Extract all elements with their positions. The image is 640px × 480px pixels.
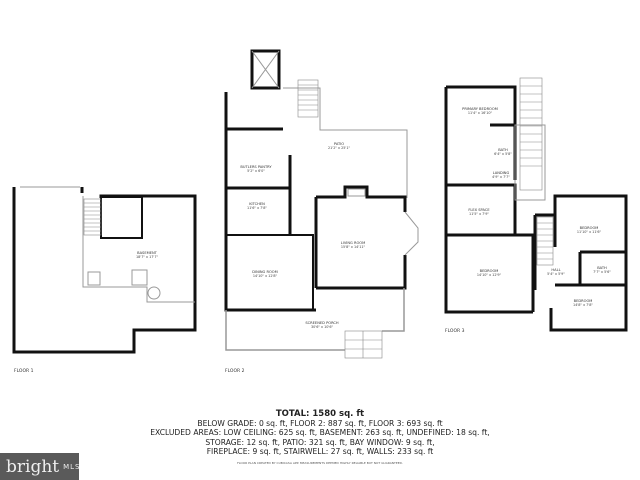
room-dims: 11'5" x 7'9" — [469, 212, 489, 216]
room-name: DINING ROOM — [252, 270, 277, 274]
living-room-walls — [314, 185, 407, 290]
logo-brand: bright — [6, 456, 60, 477]
fireplace — [347, 188, 366, 197]
room-dims: 11'4" x 16'10" — [468, 111, 493, 115]
summary-line: FIREPLACE: 9 sq. ft, STAIRWELL: 27 sq. f… — [206, 446, 434, 456]
dining-walls — [226, 234, 314, 310]
room-dims: 6'4" x 5'8" — [494, 152, 512, 156]
porch-stairs — [344, 330, 383, 359]
floor-label: FLOOR 2 — [225, 368, 245, 374]
room-dims: 15'8" x 14'11" — [341, 245, 366, 249]
room-dims: 4'9" x 7'7" — [492, 175, 510, 179]
floor-3-plan: PRIMARY BEDROOM 11'4" x 16'10" BATH 6'4"… — [444, 77, 628, 334]
disclaimer: FLOOR PLAN CREATED BY CUBICASA APP. MEAS… — [237, 461, 403, 466]
logo-suffix: MLS — [63, 462, 81, 471]
room-name: LANDING — [493, 171, 510, 175]
room-name: SCREENED PORCH — [305, 321, 339, 325]
appliance — [87, 271, 101, 286]
room-name: BASEMENT — [137, 251, 158, 255]
summary-line: EXCLUDED AREAS: LOW CEILING: 625 sq. ft,… — [150, 428, 490, 438]
room-name: PATIO — [334, 142, 344, 146]
room-dims: 11'10" x 11'6" — [577, 230, 602, 234]
summary-line: STORAGE: 12 sq. ft, PATIO: 321 sq. ft, B… — [205, 437, 435, 447]
room-name: LIVING ROOM — [341, 241, 365, 245]
room-name: BATH — [597, 266, 607, 270]
summary-line: BELOW GRADE: 0 sq. ft, FLOOR 2: 887 sq. … — [197, 419, 443, 428]
area-summary: TOTAL: 1580 sq. ft BELOW GRADE: 0 sq. ft… — [0, 409, 640, 465]
floor-label: FLOOR 1 — [14, 368, 34, 374]
bay-window — [404, 211, 419, 256]
porch-outline — [225, 288, 405, 351]
room-name: BEDROOM — [580, 226, 599, 230]
stairs — [514, 77, 546, 201]
patio-outline — [283, 87, 408, 198]
room-dims: 14'8" x 7'8" — [573, 303, 593, 307]
room-name: BEDROOM — [574, 299, 593, 303]
room-name: BUTLERS PANTRY — [240, 165, 272, 169]
floor-1-outline — [12, 187, 197, 354]
floor-label: FLOOR 3 — [445, 328, 465, 334]
room-name: KITCHEN — [249, 202, 265, 206]
patio-stairs — [297, 79, 319, 118]
room-dims: 5'2" x 6'0" — [247, 169, 265, 173]
room-dims: 7'7" x 5'6" — [593, 270, 611, 274]
floor-2-plan: PATIO 21'2" x 25'1" BUTLERS PANTRY 5'2" … — [224, 49, 419, 374]
interior-wall — [82, 196, 195, 303]
room-name: FLEX SPACE — [468, 208, 490, 212]
room-dims: 30'6" x 10'6" — [311, 325, 334, 329]
room-name: BEDROOM — [480, 269, 499, 273]
appliance — [131, 269, 148, 286]
enclosed-room — [100, 196, 143, 239]
stairwell-box — [250, 49, 281, 90]
stairs — [83, 198, 102, 236]
room-dims: 14'10" x 12'9" — [477, 273, 502, 277]
room-dims: 18'7" x 17'7" — [136, 255, 159, 259]
room-dims: 21'2" x 25'1" — [328, 146, 351, 150]
water-heater-icon — [147, 286, 161, 300]
bright-mls-logo: bright MLS — [0, 453, 79, 480]
room-dims: 14'10" x 12'8" — [253, 274, 278, 278]
room-dims: 11'6" x 7'8" — [247, 206, 267, 210]
room-name: PRIMARY BEDROOM — [462, 107, 498, 111]
room-name: BATH — [498, 148, 508, 152]
room-name: HALL — [551, 268, 560, 272]
floor-3-walls-right — [533, 194, 628, 332]
stairs — [536, 216, 554, 266]
floor-1-plan: BASEMENT 18'7" x 17'7" FLOOR 1 — [12, 186, 197, 374]
total-area: TOTAL: 1580 sq. ft — [275, 409, 365, 419]
room-dims: 5'4" x 5'9" — [547, 272, 565, 276]
stairwell-x — [251, 50, 280, 89]
